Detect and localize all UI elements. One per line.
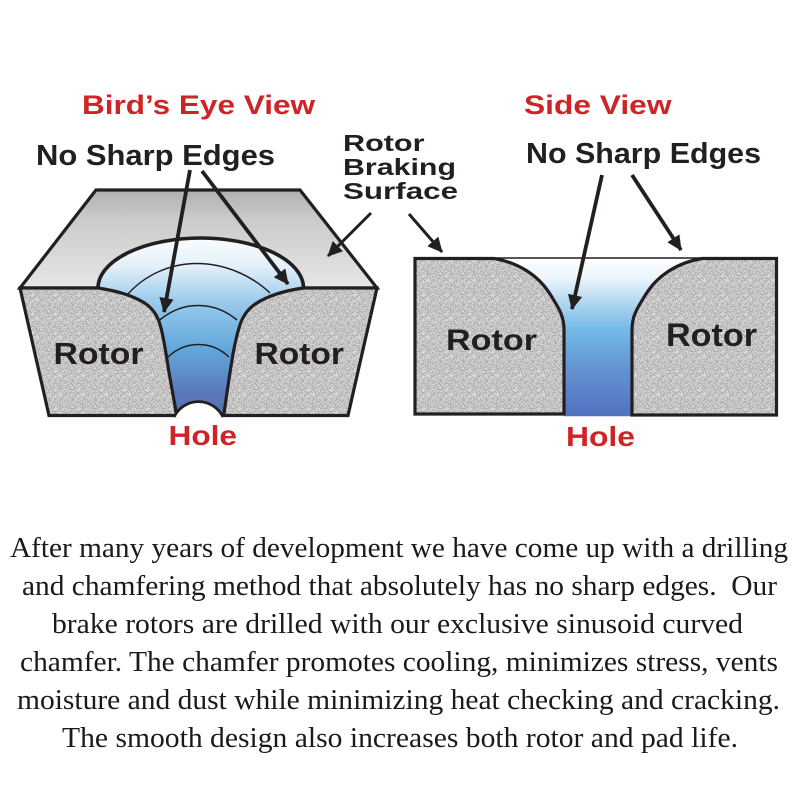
- svg-text:chamfer. The chamfer promotes: chamfer. The chamfer promotes cooling, m…: [20, 646, 778, 678]
- svg-text:Rotor: Rotor: [343, 130, 425, 156]
- svg-text:No Sharp Edges: No Sharp Edges: [36, 140, 275, 172]
- svg-text:Bird’s Eye View: Bird’s Eye View: [82, 90, 316, 120]
- svg-text:Rotor: Rotor: [54, 336, 144, 371]
- svg-text:Hole: Hole: [169, 420, 238, 451]
- svg-text:Rotor: Rotor: [666, 317, 757, 353]
- svg-text:and chamfering method that abs: and chamfering method that absolutely ha…: [22, 570, 777, 602]
- svg-text:The smooth design also increas: The smooth design also increases both ro…: [62, 722, 738, 754]
- svg-text:Hole: Hole: [566, 421, 635, 452]
- svg-text:Braking: Braking: [343, 154, 456, 180]
- svg-text:Rotor: Rotor: [255, 336, 345, 371]
- svg-text:Rotor: Rotor: [446, 324, 537, 357]
- svg-text:Side View: Side View: [524, 90, 673, 120]
- svg-text:moisture and dust while minimi: moisture and dust while minimizing heat …: [17, 684, 780, 716]
- svg-text:No Sharp Edges: No Sharp Edges: [526, 138, 761, 170]
- svg-text:After many years of developmen: After many years of development we have …: [10, 532, 788, 564]
- svg-text:Surface: Surface: [343, 178, 458, 204]
- svg-text:brake rotors are drilled with: brake rotors are drilled with our exclus…: [52, 608, 743, 640]
